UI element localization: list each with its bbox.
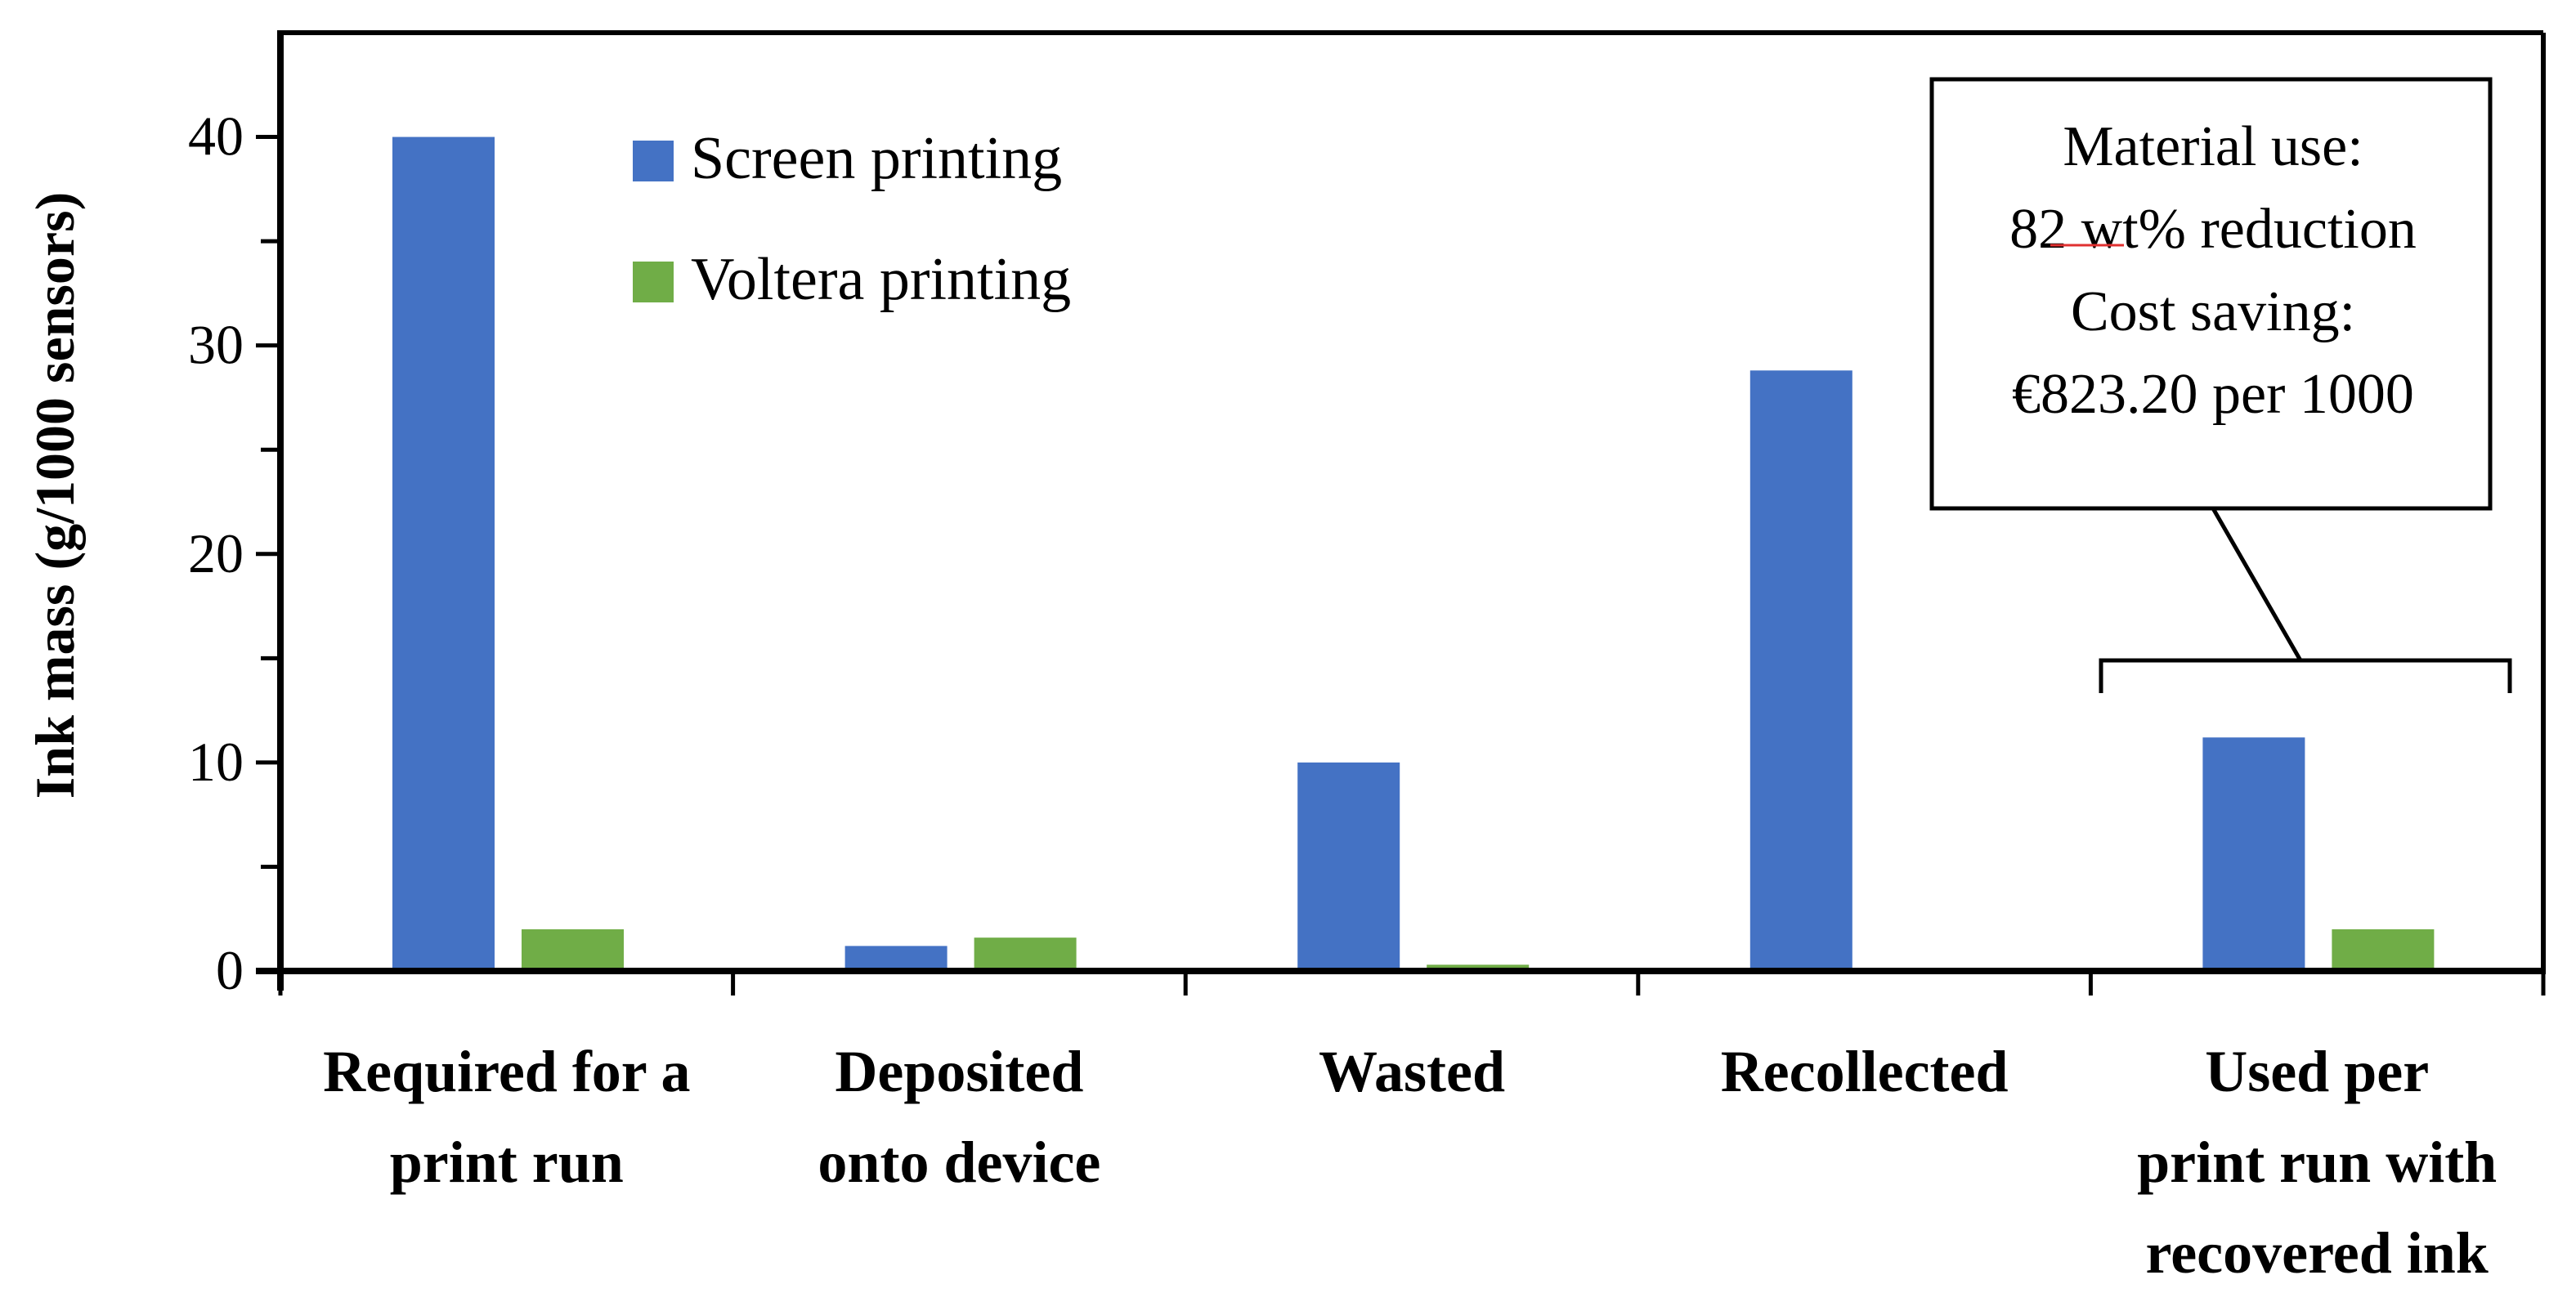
bar-screen-2 [1297,762,1400,971]
bar-voltera-0 [522,928,624,971]
bar-screen-1 [844,946,948,971]
x-tick-label: Recollected [1721,1039,2009,1104]
y-tick-label: 40 [188,105,244,168]
bar-voltera-1 [974,937,1077,971]
x-tick-label: Wasted [1319,1039,1505,1104]
x-tick-label: print run with [2137,1130,2497,1195]
annotation-connector [2211,507,2303,662]
annotation-text: Cost saving: [2071,280,2355,343]
x-tick-label: Used per [2205,1039,2429,1104]
legend-swatch [633,141,674,181]
y-tick-label: 0 [216,939,244,1001]
y-tick-label: 20 [188,522,244,584]
bar-screen-4 [2202,737,2305,971]
annotation-text: €823.20 per 1000 [2012,363,2414,426]
legend-label: Voltera printing [691,246,1071,313]
bar-screen-0 [392,136,495,972]
bar-voltera-4 [2332,928,2435,971]
legend-label: Screen printing [691,125,1062,192]
annotation-text: 82 wt% reduction [2009,198,2417,261]
annotation-box [1929,77,2493,511]
x-tick-label: onto device [818,1130,1100,1195]
y-tick-label: 10 [188,731,244,793]
y-tick-label: 30 [188,314,244,376]
x-tick-label: print run [390,1130,624,1195]
legend-swatch [633,262,674,302]
x-tick-label: recovered ink [2146,1220,2489,1286]
x-tick-label: Deposited [835,1039,1083,1104]
annotation-bracket [2099,658,2512,693]
x-tick-label: Required for a [323,1039,690,1104]
bar-screen-3 [1749,370,1852,971]
annotation-text: Material use: [2063,115,2363,178]
y-axis-label: Ink mass (g/1000 sensors) [24,192,86,799]
